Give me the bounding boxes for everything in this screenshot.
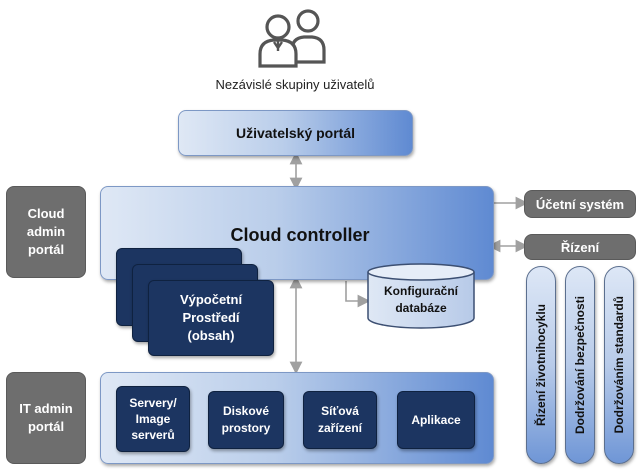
it-admin-portal-box: IT admin portál [6, 372, 86, 464]
compute-line-2: Prostředí [182, 310, 240, 325]
security-compliance-column: Dodržování bezpečnosti [565, 266, 595, 464]
cloud-controller-label: Cloud controller [230, 224, 370, 245]
config-database-label: Konfigurační databáze [366, 278, 476, 322]
infra-servers-line-2: Image [135, 412, 171, 426]
standards-compliance-label: Dodržováním standardů [612, 296, 626, 434]
management-box: Řízení [524, 234, 636, 260]
lifecycle-management-label: Řízení životnihocyklu [534, 303, 548, 426]
compute-line-1: Výpočetní [179, 292, 243, 307]
infra-network-box: Síťová zařízení [303, 391, 377, 449]
accounting-system-box: Účetní systém [524, 190, 636, 218]
infra-applications-box: Aplikace [397, 391, 475, 449]
cloud-admin-portal-box: Cloud admin portál [6, 186, 86, 278]
infra-storage-line-2: prostory [221, 421, 271, 435]
config-db-line-2: databáze [395, 301, 447, 315]
user-groups-label: Nezávislé skupiny uživatelů [215, 76, 375, 92]
infra-network-line-2: zařízení [317, 421, 362, 435]
standards-compliance-column: Dodržováním standardů [604, 266, 634, 464]
config-database-cylinder [366, 262, 476, 330]
infra-servers-line-3: serverů [131, 428, 175, 442]
security-compliance-label: Dodržování bezpečnosti [573, 295, 587, 435]
user-portal-box: Uživatelský portál [178, 110, 413, 156]
arrow-controller-database [345, 281, 371, 308]
infra-servers-line-1: Servery/ [129, 396, 177, 410]
infra-network-line-1: Síťová [321, 404, 359, 418]
infra-storage-box: Diskové prostory [208, 391, 284, 449]
compute-line-3: (obsah) [187, 328, 235, 343]
compute-environment-box: Výpočetní Prostředí (obsah) [148, 280, 274, 356]
infra-servers-box: Servery/ Image serverů [116, 386, 190, 452]
lifecycle-management-column: Řízení životnihocyklu [526, 266, 556, 464]
user-group-icon [248, 4, 336, 70]
config-db-line-1: Konfigurační [384, 284, 458, 298]
infra-storage-line-1: Diskové [222, 404, 270, 418]
